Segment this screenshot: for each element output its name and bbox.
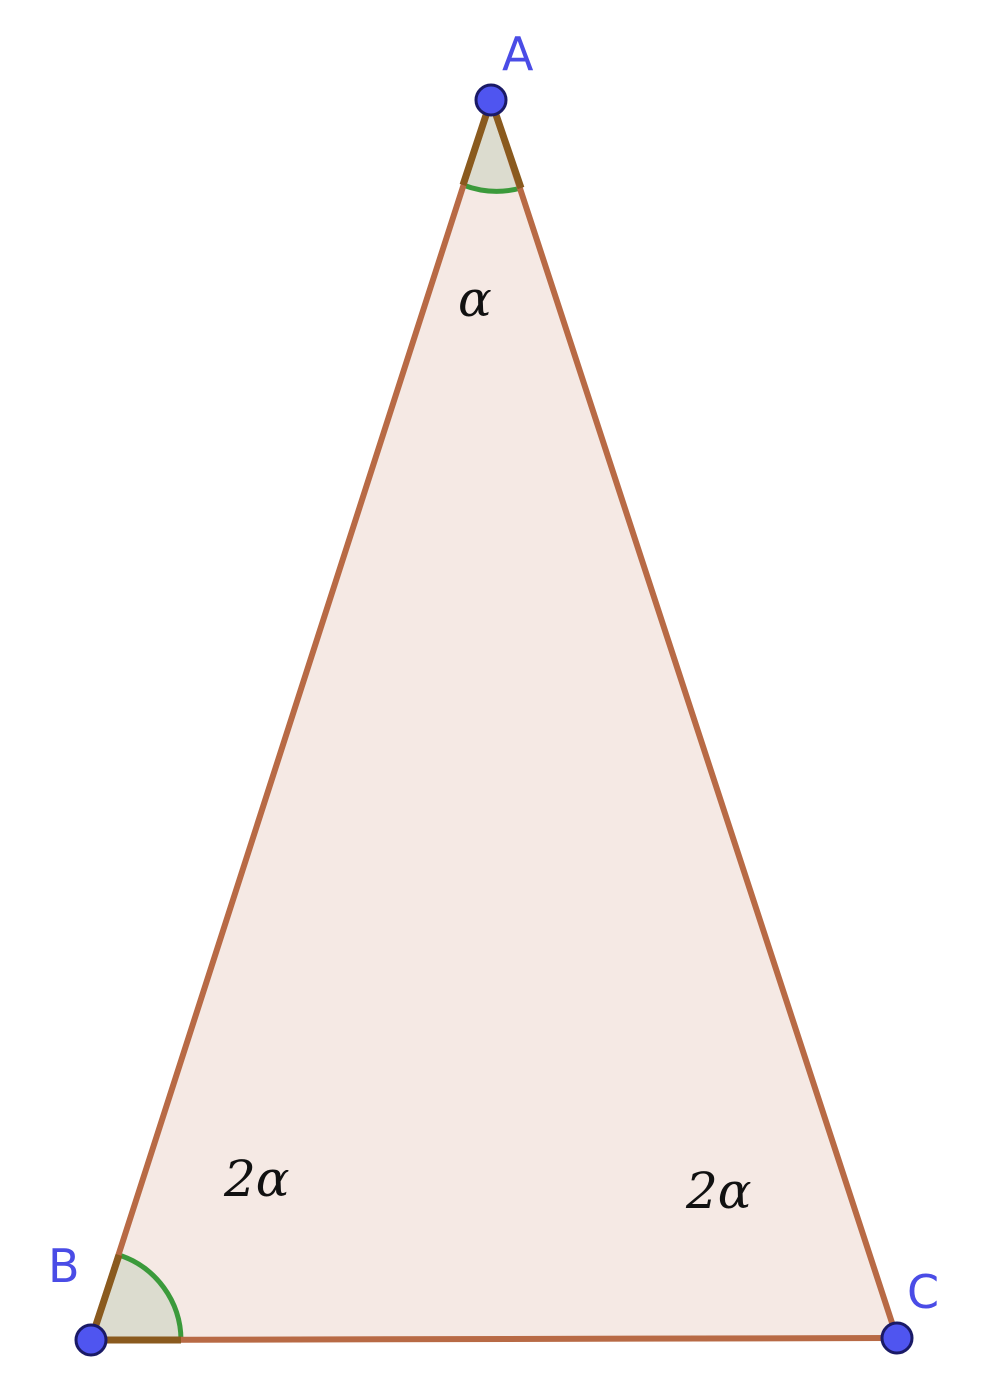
point-a[interactable]: [474, 83, 508, 117]
point-b-label: B: [48, 1239, 80, 1293]
point-c-label: C: [907, 1265, 939, 1319]
angle-b-label: 2α: [223, 1150, 290, 1208]
angle-a-marker: [463, 100, 521, 192]
side-ab: [88, 99, 494, 1341]
angle-a-label: α: [458, 270, 492, 328]
triangle-fill: [91, 100, 897, 1340]
side-bc: [90, 1335, 898, 1343]
point-b[interactable]: [74, 1323, 108, 1357]
point-a-label: A: [502, 27, 534, 81]
angle-a-arc: [462, 182, 522, 194]
side-ac: [488, 99, 900, 1339]
angle-b-arc: [118, 1252, 184, 1341]
angle-c-label: 2α: [685, 1162, 752, 1220]
point-c[interactable]: [880, 1321, 914, 1355]
